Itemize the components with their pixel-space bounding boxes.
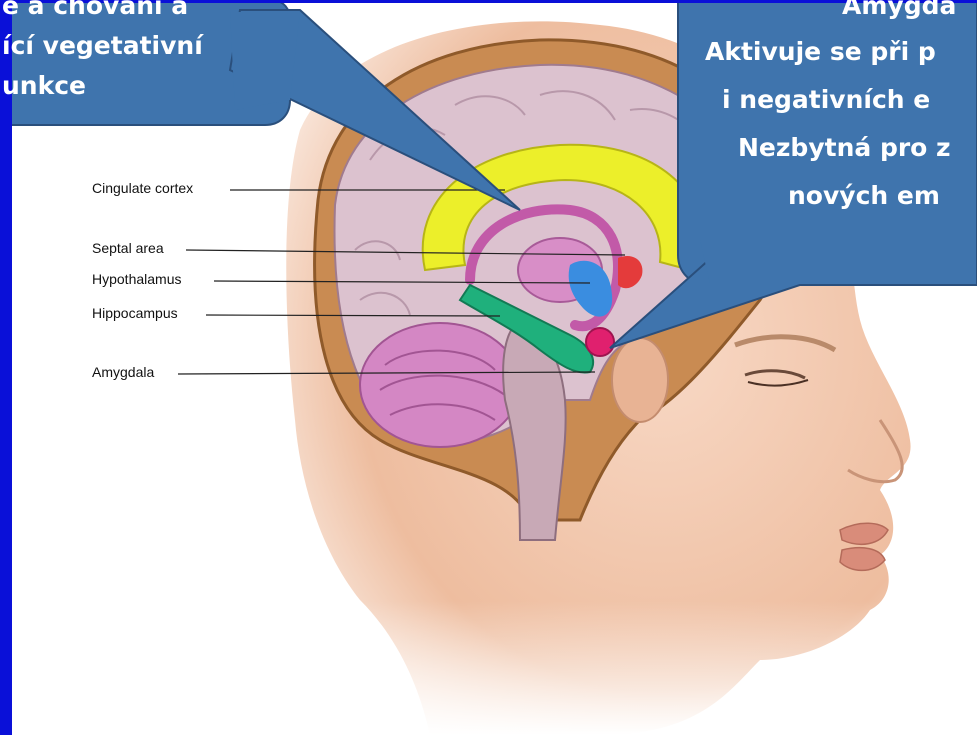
left-callout-patch (230, 12, 300, 110)
left-callout-line-3: unkce (2, 70, 86, 102)
amygdala (586, 328, 614, 356)
right-callout-line-2: Aktivuje se při p (705, 36, 936, 68)
bottom-fade (0, 400, 977, 735)
right-callout-line-3: i negativních e (722, 84, 930, 116)
left-frame-bar (0, 0, 12, 735)
left-callout-line-2: ící vegetativní (2, 30, 203, 62)
left-callout-line-1: e a chování a (2, 0, 188, 22)
label-hypothalamus: Hypothalamus (92, 271, 182, 287)
right-callout-line-5: nových em (788, 180, 940, 212)
right-callout-patch (700, 240, 900, 284)
right-callout-line-1: Amygda (842, 0, 956, 22)
label-hippocampus: Hippocampus (92, 305, 178, 321)
right-callout-line-4: Nezbytná pro z (738, 132, 951, 164)
label-septal-area: Septal area (92, 240, 164, 256)
label-amygdala: Amygdala (92, 364, 154, 380)
label-cingulate-cortex: Cingulate cortex (92, 180, 193, 196)
